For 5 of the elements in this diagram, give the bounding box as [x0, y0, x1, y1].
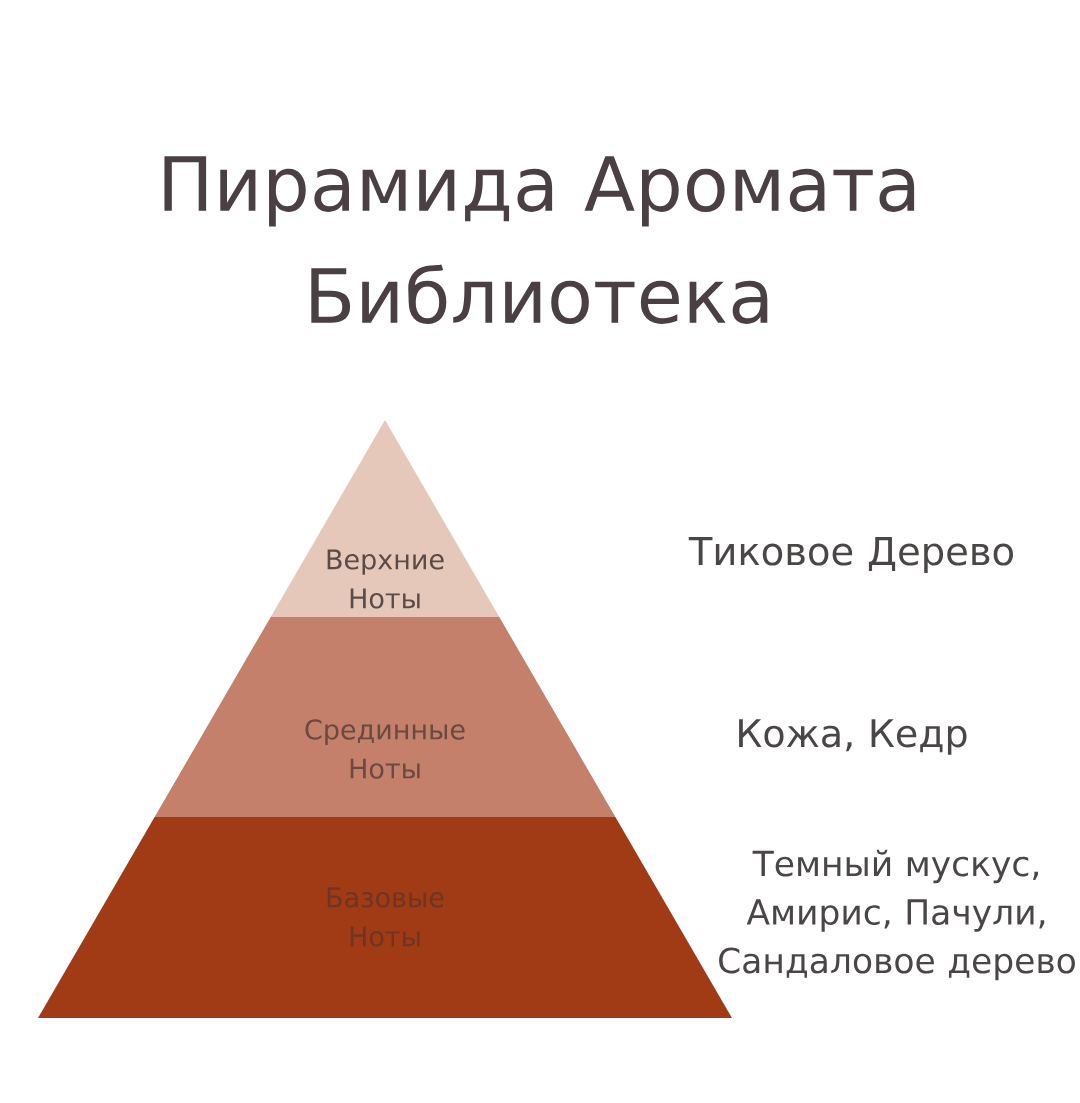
- pyramid-tier: Срединные Ноты: [154, 617, 616, 817]
- title: Пирамида Аромата Библиотека: [164, 156, 915, 324]
- pyramid-tier: Верхние Ноты: [270, 420, 500, 617]
- notes-text: Тиковое Дерево: [688, 537, 1013, 574]
- notes-text: Кожа, Кедр: [739, 719, 967, 755]
